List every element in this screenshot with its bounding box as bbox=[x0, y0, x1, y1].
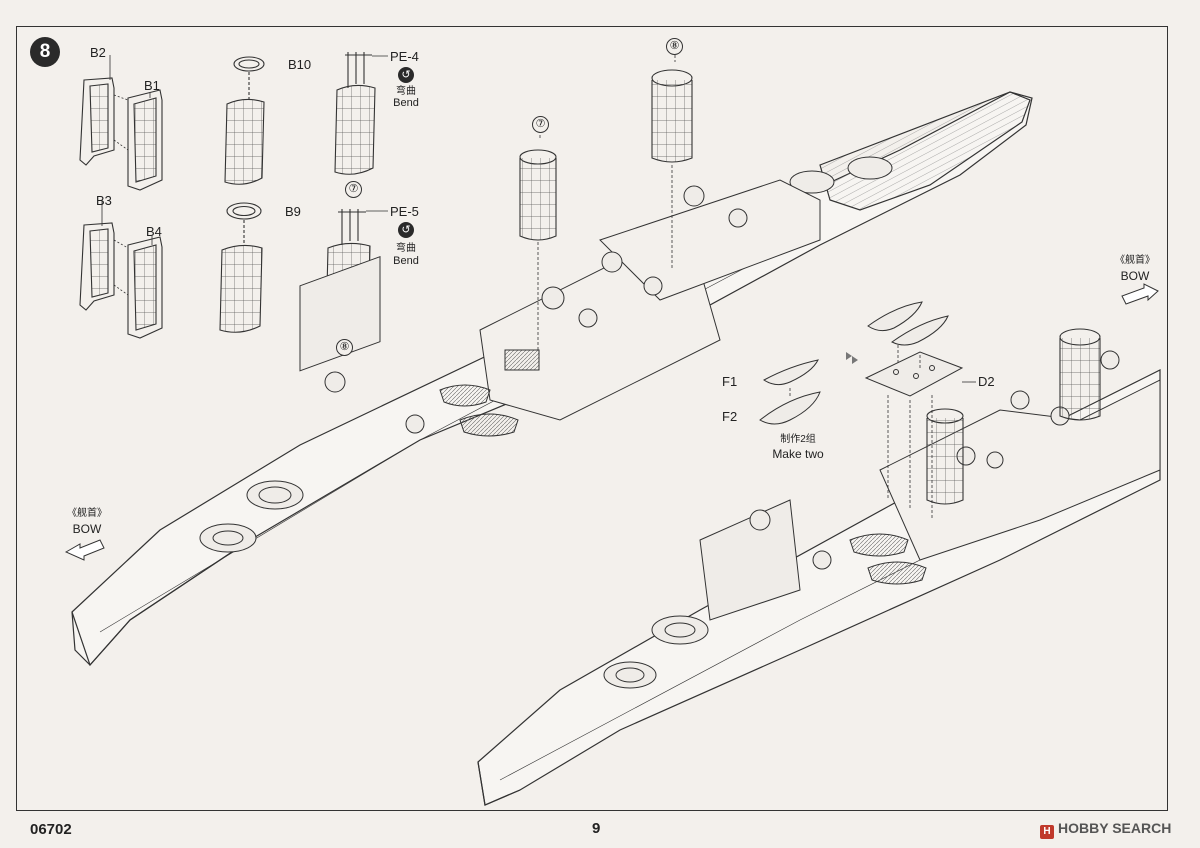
step-number-badge: 8 bbox=[30, 37, 60, 67]
bow-en-right: BOW bbox=[1120, 269, 1150, 283]
boat-f1 bbox=[763, 359, 819, 386]
part-label-pe4: PE-4 bbox=[390, 49, 419, 64]
lower-ship-superstructure bbox=[603, 350, 1161, 689]
upper-boats-on-d2 bbox=[867, 301, 949, 346]
part-label-b9: B9 bbox=[285, 204, 301, 219]
bend-en-pe4: Bend bbox=[393, 97, 419, 109]
funnel-b10 bbox=[224, 56, 265, 185]
funnel-half-b3 bbox=[79, 222, 115, 311]
bow-arrow-left bbox=[64, 539, 105, 561]
bow-cn-left: 《舰首》 bbox=[67, 508, 107, 519]
ref-circle-7-pe5: ⑦ bbox=[345, 181, 362, 198]
part-label-b3: B3 bbox=[96, 193, 112, 208]
ref-circle-8-pe5: ⑧ bbox=[336, 339, 353, 356]
ref-circle-8-ship: ⑧ bbox=[666, 38, 683, 55]
platform-d2 bbox=[864, 351, 964, 397]
funnel-half-b2 bbox=[79, 77, 115, 166]
make-two-en: Make two bbox=[772, 447, 824, 461]
ref-circle-7-ship: ⑦ bbox=[532, 116, 549, 133]
bend-cn-pe4: 弯曲 bbox=[396, 86, 416, 97]
upper-ship-funnel-8 bbox=[651, 69, 693, 163]
watermark-logo-icon: H bbox=[1040, 825, 1054, 839]
funnel-pe4 bbox=[334, 52, 376, 175]
part-label-f2: F2 bbox=[722, 409, 738, 424]
part-label-b10: B10 bbox=[288, 57, 312, 72]
part-label-d2: D2 bbox=[978, 374, 995, 389]
watermark-text: HOBBY SEARCH bbox=[1058, 820, 1172, 836]
part-label-b1: B1 bbox=[144, 78, 160, 93]
kit-code: 06702 bbox=[30, 821, 72, 838]
funnel-half-b1 bbox=[127, 89, 163, 191]
funnel-half-b4 bbox=[127, 236, 163, 339]
part-label-pe5: PE-5 bbox=[390, 204, 419, 219]
bow-en-left: BOW bbox=[72, 522, 102, 536]
make-two-cn: 制作2组 bbox=[780, 434, 816, 445]
part-label-b4: B4 bbox=[146, 224, 162, 239]
bend-en-pe5: Bend bbox=[393, 255, 419, 267]
part-label-b2: B2 bbox=[90, 45, 106, 60]
lower-ship-funnel-rear bbox=[1059, 328, 1101, 421]
page-number: 9 bbox=[592, 820, 601, 837]
bend-icon-pe4: ↺ bbox=[398, 67, 414, 83]
bend-cn-pe5: 弯曲 bbox=[396, 243, 416, 254]
bow-arrow-right bbox=[1121, 283, 1159, 305]
upper-ship-superstructure bbox=[199, 156, 893, 553]
funnel-b9 bbox=[219, 202, 263, 333]
bow-cn-right: 《舰首》 bbox=[1115, 255, 1155, 266]
bend-icon-pe5: ↺ bbox=[398, 222, 414, 238]
page-frame bbox=[16, 26, 1168, 811]
boat-f2 bbox=[759, 391, 821, 425]
direction-chevrons bbox=[846, 352, 858, 364]
lower-ship-funnel-front bbox=[926, 408, 964, 505]
upper-ship-funnel-7 bbox=[519, 149, 557, 241]
part-label-f1: F1 bbox=[722, 374, 738, 389]
watermark: H HOBBY SEARCH bbox=[1040, 820, 1171, 839]
